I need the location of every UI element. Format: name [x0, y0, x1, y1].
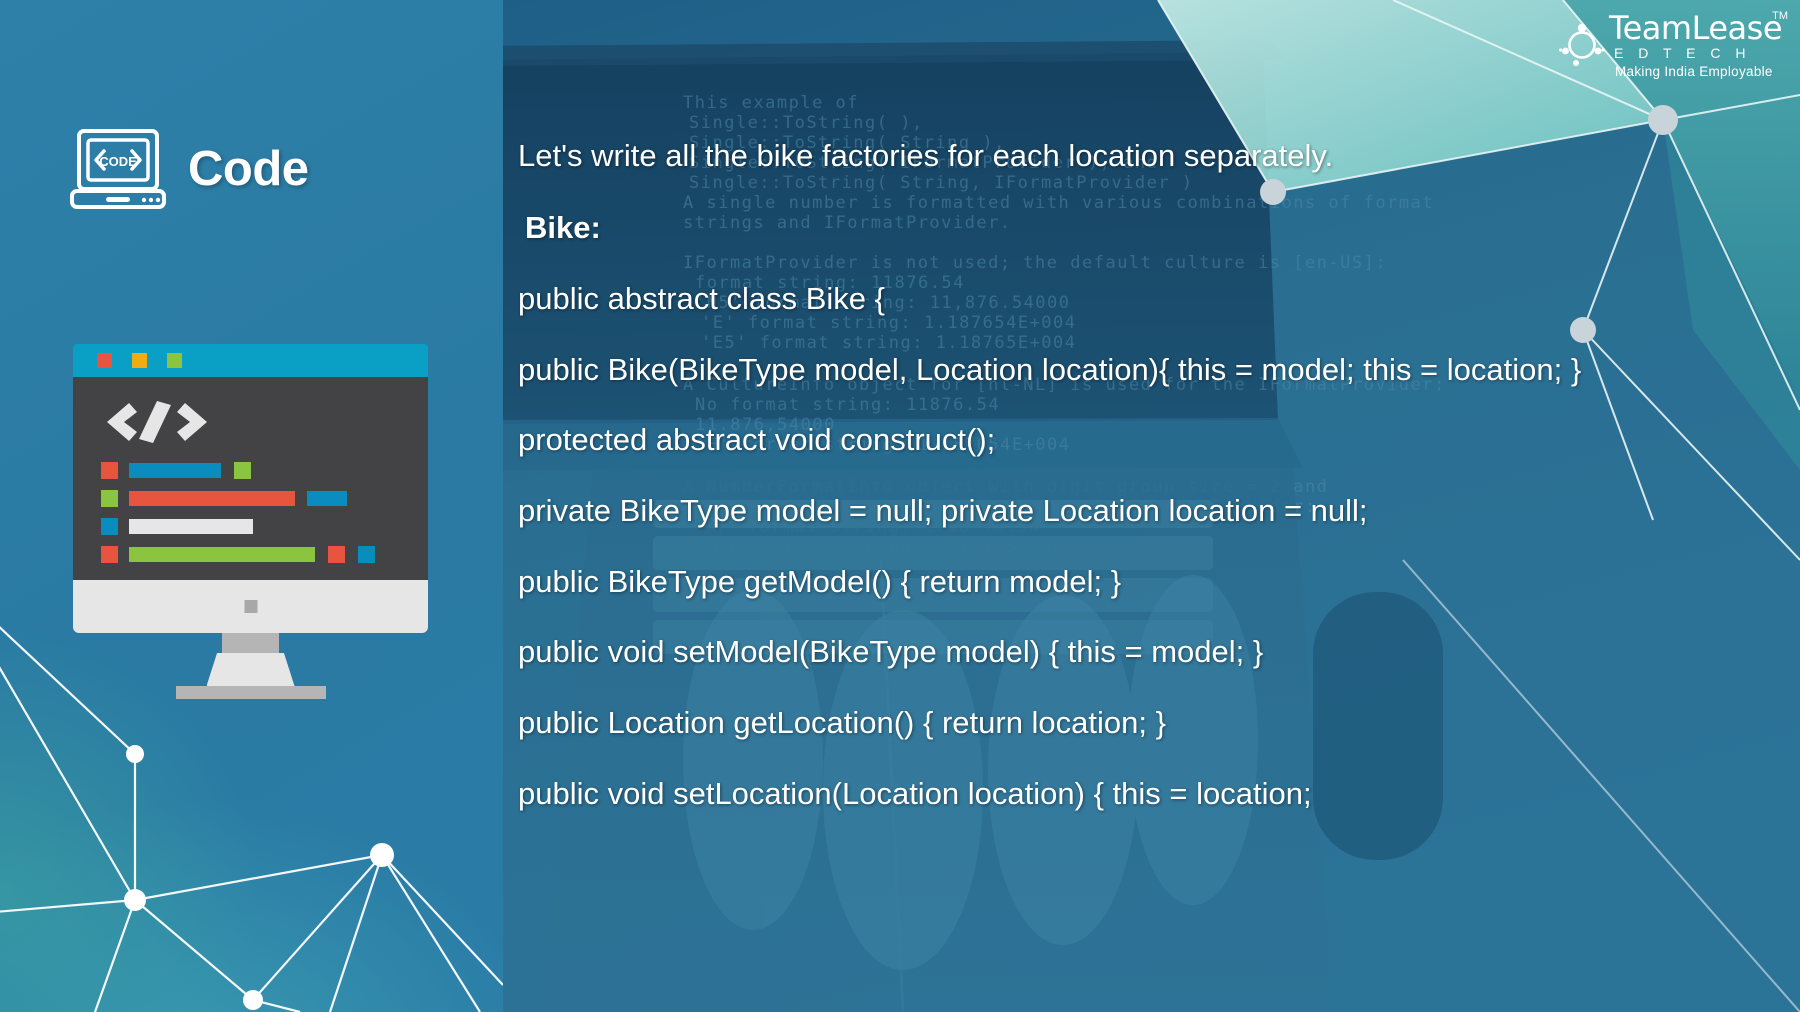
- mock-square: [101, 461, 118, 479]
- code-mock-row: [101, 489, 428, 507]
- svg-text:Single::ToString( ),: Single::ToString( ),: [689, 113, 924, 133]
- laptop-photo-background: This example of Single::ToString( ), Sin…: [503, 0, 1800, 1012]
- code-line-1: public Bike(BikeType model, Location loc…: [518, 352, 1582, 387]
- code-glyph-row: [101, 399, 428, 451]
- network-nodes: [124, 745, 394, 1010]
- code-line-0: public abstract class Bike {: [518, 281, 886, 316]
- svg-text:Single::ToString( String, IFor: Single::ToString( String, IFormatProvide…: [689, 173, 1194, 193]
- mock-bar: [129, 490, 295, 506]
- svg-text:Single::ToString( IFormatProvi: Single::ToString( IFormatProvider ), and: [689, 153, 1158, 173]
- svg-text:'E' format string: 1.: 'E' format string: 1.187654E+004: [701, 313, 1077, 333]
- logo-trademark: TM: [1772, 10, 1788, 22]
- svg-text:This example of: This example of: [683, 93, 859, 113]
- svg-text:'E' format string: 1.: 'E' format string: 1.187654E+004: [695, 435, 1071, 455]
- code-brackets-icon: [107, 401, 207, 443]
- monitor-foot: [175, 686, 326, 699]
- code-line-5: public void setModel(BikeType model) { t…: [518, 634, 1264, 669]
- logo-tagline: Making India Employable: [1615, 64, 1773, 79]
- logo-division: E D T E C H: [1614, 45, 1752, 61]
- mock-square: [101, 517, 118, 535]
- code-line-6: public Location getLocation() { return l…: [518, 705, 1166, 740]
- mock-bar: [129, 462, 221, 478]
- code-lines-mock: [101, 461, 428, 563]
- mouse-shape: [1313, 592, 1443, 860]
- window-dot-green: [167, 353, 182, 368]
- svg-text:'E5' format string: 1.: 'E5' format string: 1.18765E+004: [701, 333, 1077, 353]
- window-dot-red: [97, 353, 112, 368]
- code-monitor-illustration: [73, 344, 428, 699]
- monitor-screen: [73, 377, 428, 580]
- slide-body-text: Let's write all the bike factories for e…: [518, 0, 1778, 1012]
- code-line-3: private BikeType model = null; private L…: [518, 493, 1368, 528]
- laptop-code-icon: CODE: [70, 129, 166, 209]
- left-panel: CODE Code: [0, 0, 503, 1012]
- intro-text: Let's write all the bike factories for e…: [518, 138, 1334, 173]
- monitor-neck: [222, 633, 279, 653]
- svg-text:Single::ToString( String ),: Single::ToString( String ),: [689, 133, 1006, 153]
- svg-text:11.876,54000: 11.876,54000: [695, 415, 836, 435]
- code-line-7: public void setLocation(Location locatio…: [518, 776, 1312, 811]
- slide-title-row: CODE Code: [70, 127, 309, 211]
- mock-bar: [129, 518, 253, 534]
- code-line-2: protected abstract void construct();: [518, 422, 996, 457]
- teamlease-logo: TeamLease TM E D T E C H Making India Em…: [1557, 8, 1792, 83]
- mock-bar: [307, 490, 347, 506]
- code-mock-row: [101, 461, 428, 479]
- network-nodes: [1260, 105, 1678, 343]
- mock-square: [234, 461, 251, 479]
- teamlease-mark-icon: [1559, 23, 1605, 66]
- svg-text:'N5' format string: 11: 'N5' format string: 11,876.54000: [695, 293, 1071, 313]
- svg-text:No format string: 11: No format string: 11876.54: [695, 395, 1000, 415]
- logo-wordmark: TeamLease: [1609, 9, 1783, 47]
- svg-text:CODE: CODE: [99, 154, 137, 169]
- window-dot-yellow: [132, 353, 147, 368]
- mock-square: [101, 545, 118, 563]
- mock-bar: [129, 546, 315, 562]
- svg-text:A CultureInfo object for [nl-N: A CultureInfo object for [nl-NL] is used…: [683, 375, 1446, 395]
- svg-text:IFormatProvider is not used; t: IFormatProvider is not used; the default…: [683, 253, 1387, 273]
- mock-square: [328, 545, 345, 563]
- code-mock-row: [101, 517, 428, 535]
- svg-text:A single number is formatted w: A single number is formatted with variou…: [683, 193, 1434, 213]
- mock-square: [358, 545, 375, 563]
- left-network-graphic: [0, 626, 503, 1012]
- monitor-stand: [206, 653, 295, 686]
- page-title: Code: [188, 141, 309, 196]
- monitor-base: [73, 580, 428, 633]
- svg-text:format string: 11: format string: 11876.54: [695, 273, 965, 293]
- main-content-area: This example of Single::ToString( ), Sin…: [503, 0, 1800, 1012]
- right-network-graphic: [1157, 0, 1800, 1012]
- mock-square: [101, 489, 118, 507]
- monitor-led: [244, 600, 257, 613]
- code-line-4: public BikeType getModel() { return mode…: [518, 564, 1122, 599]
- section-heading: Bike:: [525, 210, 601, 245]
- svg-text:strings and IFormatProvider.: strings and IFormatProvider.: [683, 213, 1012, 233]
- code-mock-row: [101, 545, 428, 563]
- monitor-titlebar: [73, 344, 428, 377]
